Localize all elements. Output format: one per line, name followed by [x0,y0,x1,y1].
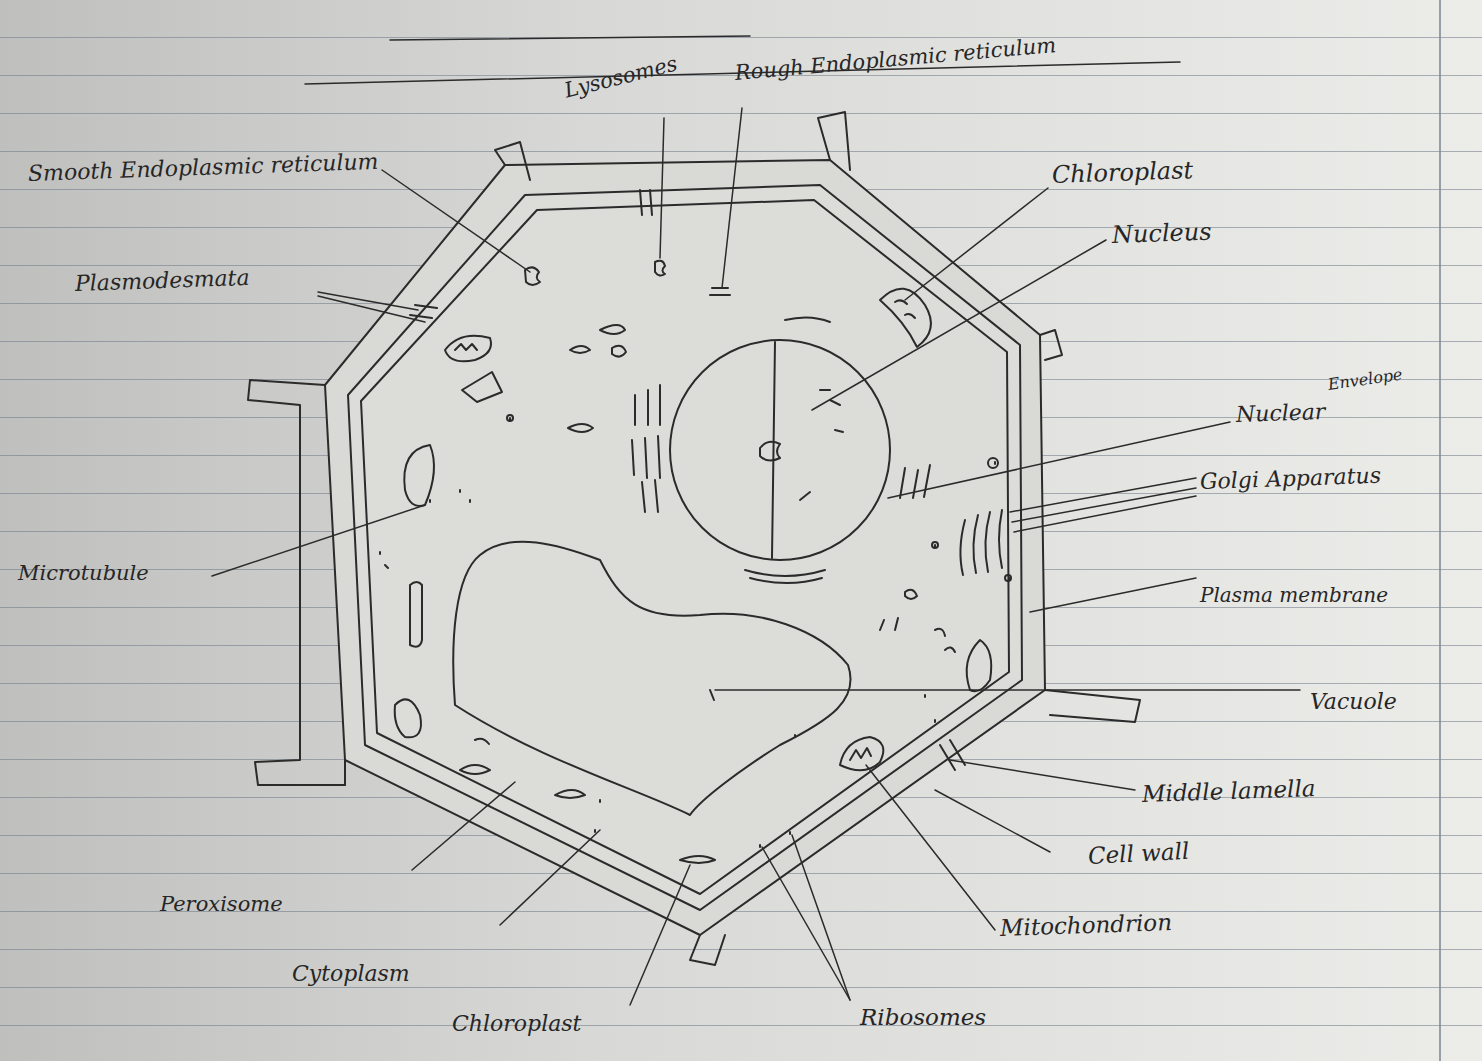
organelle-label: Golgi Apparatus [1200,464,1382,494]
mitochondria [445,336,883,771]
organelle-label: Chloroplast [452,1012,581,1036]
organelle-label: Microtubule [18,562,149,585]
organelle-label: Cytoplasm [292,962,410,986]
organelle-label: Cell wall [1087,839,1190,870]
organelle-label: Vacuole [1310,690,1397,714]
vacuole [453,542,850,815]
cell-wall [248,112,1140,965]
organelle-label: Envelope [1327,366,1404,394]
nucleus [670,317,890,583]
golgi-apparatus [632,385,1002,575]
organelle-label: Plasmodesmata [75,266,250,296]
organelle-label: Mitochondrion [1000,910,1173,941]
organelle-label: Nucleus [1112,219,1212,249]
organelle-label: Middle lamella [1142,776,1316,807]
leader-lines [212,108,1300,1005]
chloroplasts [395,289,992,738]
notebook-margin [305,0,1440,1061]
organelle-label: Peroxisome [160,893,283,916]
organelles [380,261,1011,863]
organelle-label: Rough Endoplasmic reticulum [734,34,1057,85]
organelle-label: Nuclear [1236,400,1326,427]
organelle-label: Ribosomes [860,1005,986,1030]
organelle-label: Plasma membrane [1200,584,1388,606]
organelle-label: Lysosomes [562,52,680,102]
organelle-label: Smooth Endoplasmic reticulum [28,150,379,186]
organelle-label: Chloroplast [1052,157,1194,188]
